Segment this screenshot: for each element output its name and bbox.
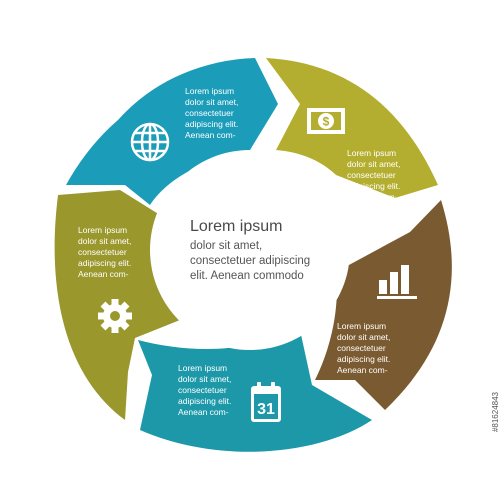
segment-upper-right-lime (266, 58, 438, 198)
segment-text-line: dolor sit amet, (78, 236, 132, 246)
image-id-watermark: #81624843 (491, 392, 500, 433)
segment-text-line: consectetuer (78, 247, 127, 257)
segment-left-olive-text: Lorem ipsum dolor sit amet, consectetuer… (78, 225, 148, 280)
segment-lower-right-brown-text: Lorem ipsum dolor sit amet, consectetuer… (337, 321, 407, 376)
segment-text-line: Lorem ipsum (178, 363, 228, 373)
calendar-icon: 31 (251, 382, 281, 422)
segment-text-line: adipiscing elit. (185, 119, 239, 129)
segment-text-line: Aenean com- (347, 192, 398, 202)
segment-text-line: Lorem ipsum (337, 321, 387, 331)
segment-bottom-teal-text: Lorem ipsum dolor sit amet, consectetuer… (178, 363, 248, 418)
segment-text-line: Aenean com- (78, 269, 129, 279)
segment-text-line: adipiscing elit. (78, 258, 132, 268)
calendar-day: 31 (257, 401, 275, 418)
segment-text-line: dolor sit amet, (185, 97, 239, 107)
bar-chart-icon (377, 265, 417, 299)
segment-text-line: dolor sit amet, (178, 374, 232, 384)
segment-lower-right-brown (315, 200, 452, 410)
center-circle (150, 150, 350, 350)
svg-text:$: $ (323, 115, 330, 129)
segment-text-line: Aenean com- (337, 365, 388, 375)
center-text-line: consectetuer adipiscing (190, 255, 311, 267)
segment-text-line: Lorem ipsum (185, 86, 235, 96)
segment-upper-right-lime-text: Lorem ipsum dolor sit amet, consectetuer… (347, 148, 417, 203)
segment-text-line: adipiscing elit. (178, 396, 232, 406)
segment-text-line: consectetuer (347, 170, 396, 180)
dollar-bill-icon: $ (307, 108, 345, 134)
segment-text-line: consectetuer (178, 385, 227, 395)
center-title: Lorem ipsum (190, 218, 283, 235)
segment-text-line: Lorem ipsum (347, 148, 397, 158)
center-text-line: dolor sit amet, (190, 240, 263, 252)
segment-top-blue-text: Lorem ipsum dolor sit amet, consectetuer… (185, 86, 255, 141)
segment-text-line: consectetuer (337, 343, 386, 353)
segment-text-line: dolor sit amet, (347, 159, 401, 169)
segment-text-line: dolor sit amet, (337, 332, 391, 342)
segment-text-line: adipiscing elit. (337, 354, 391, 364)
segment-top-blue (66, 58, 278, 205)
segment-text-line: consectetuer (185, 108, 234, 118)
center-text-line: elit. Aenean commodo (190, 270, 304, 282)
globe-icon (130, 122, 170, 162)
gear-icon (98, 299, 132, 333)
segment-text-line: adipiscing elit. (347, 181, 401, 191)
center-text: Lorem ipsum dolor sit amet, consectetuer… (190, 217, 335, 284)
segment-text-line: Aenean com- (185, 130, 236, 140)
segment-text-line: Lorem ipsum (78, 225, 128, 235)
segment-text-line: Aenean com- (178, 407, 229, 417)
